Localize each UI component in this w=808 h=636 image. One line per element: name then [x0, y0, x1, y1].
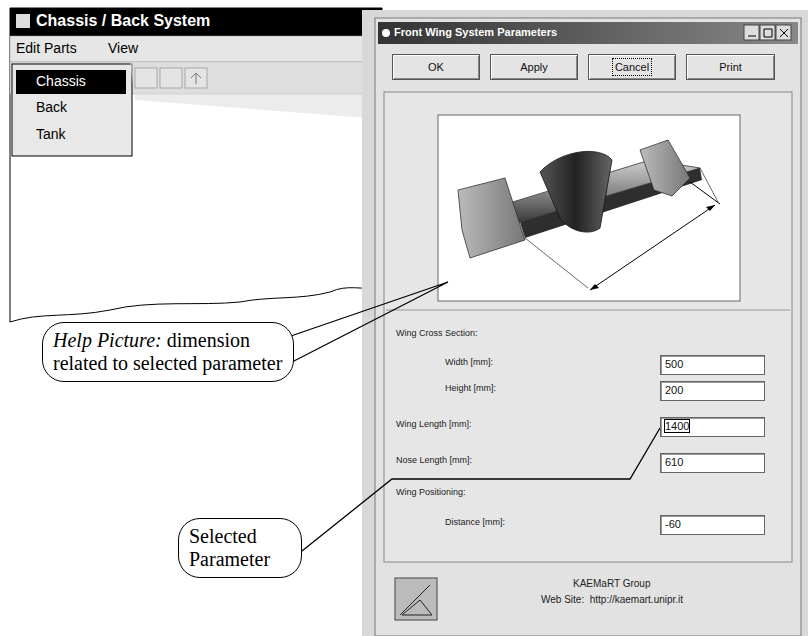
node-text: Selected Parameter [189, 525, 270, 570]
group-label: Wing Cross Section: [396, 328, 478, 339]
window-title: Chassis / Back System [36, 11, 210, 30]
input-field: 200 [660, 381, 765, 401]
group-label: Wing Positioning: [396, 487, 466, 498]
ok-button: OK [392, 54, 480, 80]
node-text: 200 [665, 384, 683, 396]
selected-input-field: 1400 [660, 417, 765, 437]
menu-entry-selected: Chassis [36, 73, 86, 90]
field-label: Width [mm]: [445, 357, 493, 368]
node-text: 500 [665, 358, 683, 370]
leader-line [302, 428, 660, 551]
field-label: Distance [mm]: [445, 517, 505, 528]
print-button: Print [686, 54, 775, 80]
group-credit: KAEMaRT Group [573, 578, 650, 590]
field-label: Nose Length [mm]: [396, 455, 472, 466]
node-text: Print [719, 61, 742, 73]
node-text: 1400 [665, 420, 689, 432]
field-label: Wing Length [mm]: [396, 419, 472, 430]
menu-item: Edit Parts [16, 40, 77, 57]
node-text: Help Picture: [53, 329, 162, 351]
node-text: -60 [665, 518, 681, 530]
input-field: -60 [660, 515, 765, 535]
apply-button: Apply [490, 54, 578, 80]
menu-entry: Tank [36, 126, 66, 143]
dialog-title: Front Wing System Parameters [394, 26, 557, 39]
node-text: Cancel [615, 61, 649, 73]
callout-bubble: Selected Parameter [178, 518, 302, 578]
callout-bubble: Help Picture: dimension related to selec… [42, 322, 294, 382]
node-text: Apply [520, 61, 548, 73]
node-text: OK [428, 61, 444, 73]
input-field: 500 [660, 355, 765, 375]
field-label: Height [mm]: [445, 383, 496, 394]
menu-item: View [108, 40, 138, 57]
menu-entry: Back [36, 99, 67, 116]
cancel-button: Cancel [588, 54, 676, 80]
website-text: Web Site: http://kaemart.unipr.it [541, 594, 683, 606]
input-field: 610 [660, 453, 765, 473]
node-text: 610 [665, 456, 683, 468]
